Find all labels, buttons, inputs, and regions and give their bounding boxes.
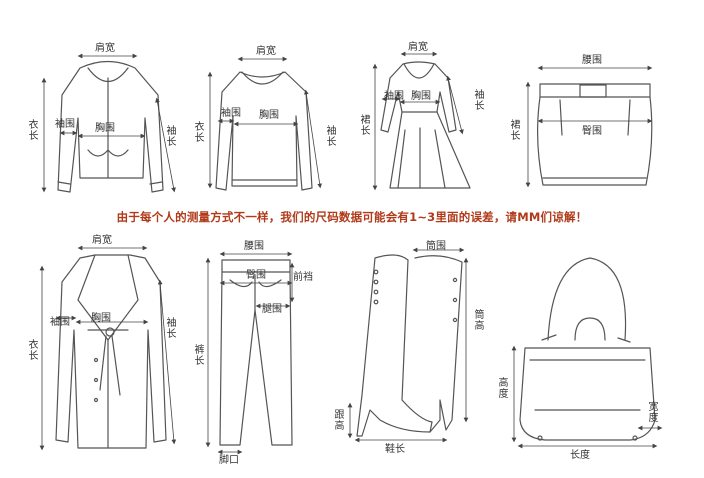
dress-length-label: 裙长 (360, 115, 371, 137)
coat-illustration (55, 254, 167, 449)
boot-heel-label: 跟高 (334, 410, 345, 432)
sweater-illustration (215, 71, 313, 191)
measurement-notice: 由于每个人的测量方式不一样，我们的尺码数据可能会有1~3里面的误差，请MM们谅解… (116, 210, 588, 224)
sweater-chest-label: 胸围 (259, 110, 279, 121)
sweater-sleeve-cuff-label: 袖围 (221, 108, 241, 119)
sweater-length-label: 衣长 (194, 122, 205, 144)
bag-length-label: 长度 (570, 450, 590, 461)
dress-illustration (380, 61, 471, 189)
skirt-illustration (537, 83, 653, 186)
pants-waist-label: 腰围 (244, 241, 264, 252)
boot-illustration (356, 254, 463, 437)
bag-width-label: 宽度 (648, 402, 659, 424)
coat-sleeve-label: 袖长 (166, 318, 177, 340)
dress-shoulder-label: 肩宽 (408, 42, 428, 53)
sweater-shoulder-label: 肩宽 (256, 46, 276, 57)
skirt-length-label: 裙长 (510, 120, 521, 142)
dimension-lines (39, 51, 663, 455)
skirt-waist-label: 腰围 (582, 55, 602, 66)
coat-shoulder-label: 肩宽 (92, 235, 112, 246)
coat-sleeve-cuff-label: 袖围 (50, 317, 70, 328)
jacket-chest-label: 胸围 (95, 123, 115, 134)
jacket-illustration (57, 60, 164, 193)
boot-shaft-height-label: 筒高 (474, 310, 485, 332)
pants-length-label: 裤长 (194, 345, 205, 367)
pants-hem-label: 脚口 (219, 455, 239, 466)
coat-length-label: 衣长 (28, 340, 39, 362)
dress-sleeve-cuff-label: 袖围 (384, 91, 404, 102)
coat-chest-label: 胸围 (91, 313, 111, 324)
boot-shaft-circ-label: 筒围 (426, 241, 446, 252)
skirt-hip-label: 臀围 (582, 126, 602, 137)
pants-thigh-label: 腿围 (262, 304, 282, 315)
pants-illustration (219, 259, 293, 446)
bag-height-label: 高度 (498, 378, 509, 400)
pants-hip-label: 臀围 (246, 270, 266, 281)
dress-sleeve-label: 袖长 (474, 90, 485, 112)
bag-illustration (519, 257, 656, 441)
jacket-sleeve-label: 袖长 (166, 126, 177, 148)
boot-shoe-length-label: 鞋长 (385, 444, 405, 455)
jacket-sleeve-cuff-label: 袖围 (55, 119, 75, 130)
jacket-length-label: 衣长 (28, 120, 39, 142)
pants-front-rise-label: 前裆 (293, 272, 313, 283)
dress-chest-label: 胸围 (411, 91, 431, 102)
sweater-sleeve-label: 袖长 (326, 126, 337, 148)
jacket-shoulder-label: 肩宽 (95, 43, 115, 54)
